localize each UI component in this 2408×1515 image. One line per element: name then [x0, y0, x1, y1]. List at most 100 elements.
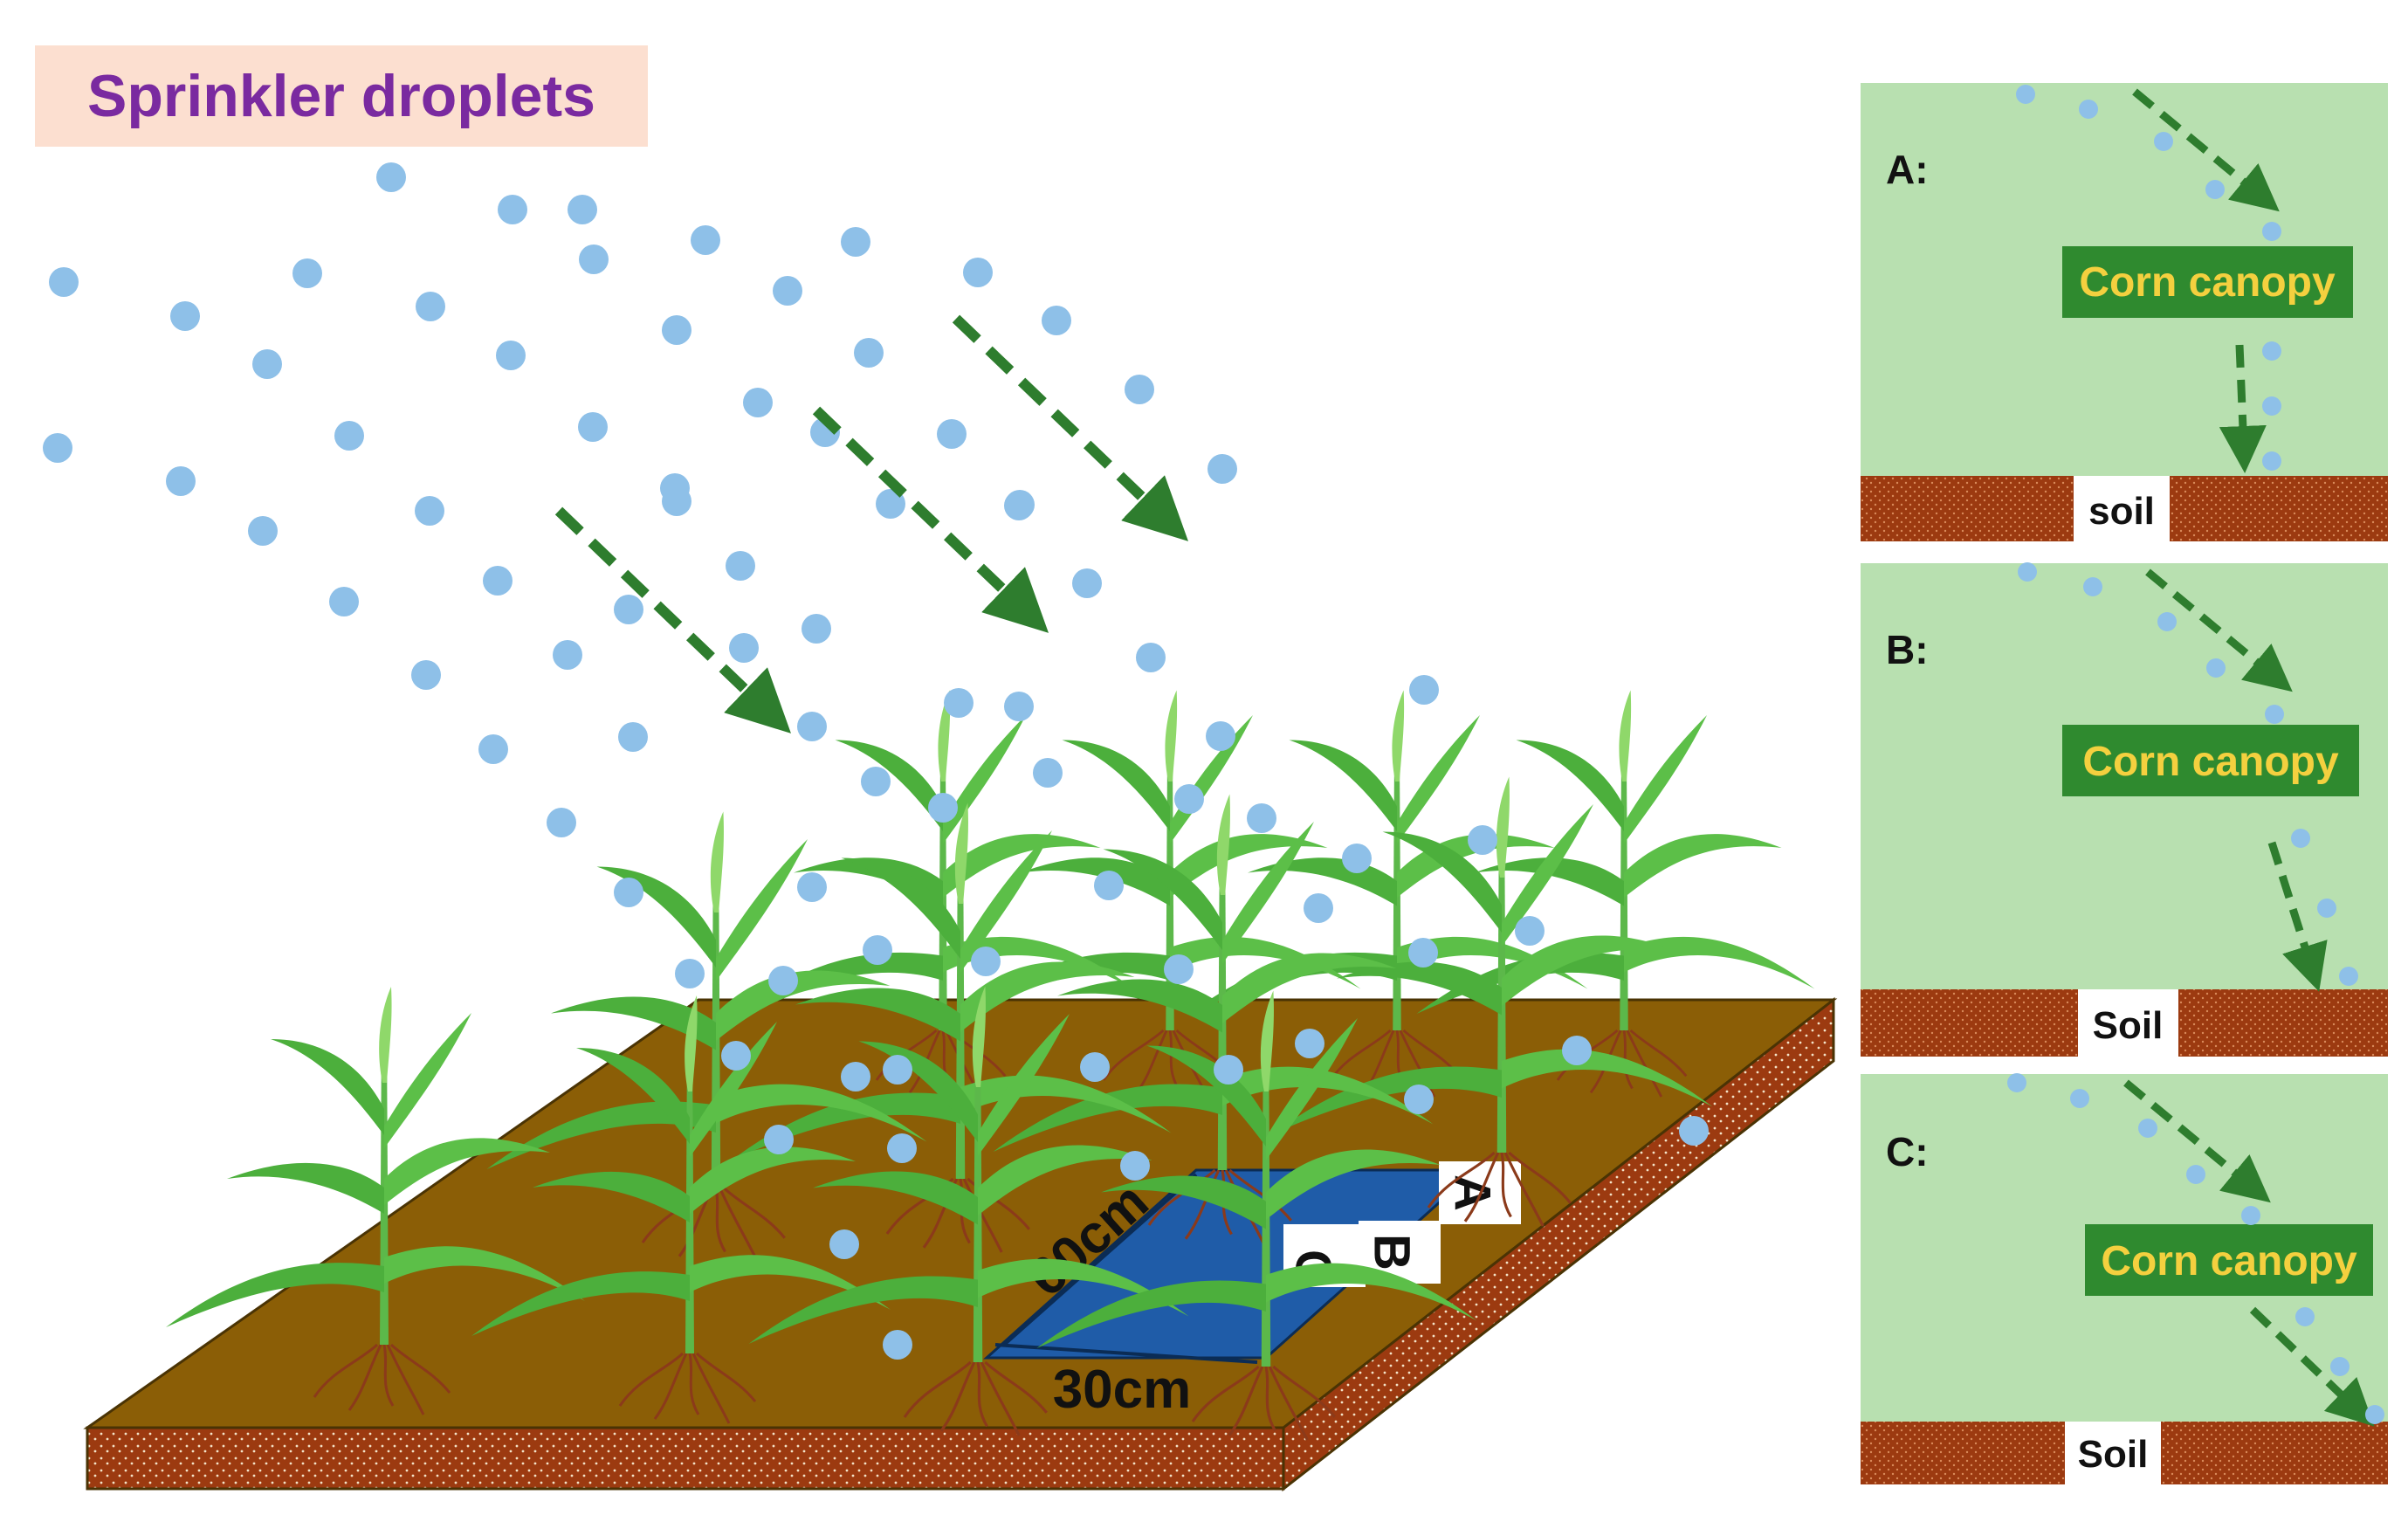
droplet: [568, 195, 597, 224]
panel-droplet: [2330, 1357, 2350, 1376]
droplet: [662, 315, 691, 345]
panel-a-canopy-box: [2062, 246, 2353, 318]
position-marker-b: B: [1364, 1234, 1421, 1271]
panel-droplet: [2262, 396, 2281, 416]
droplet: [1409, 675, 1439, 705]
droplet: [614, 878, 643, 907]
droplet: [49, 267, 79, 297]
droplet: [764, 1125, 794, 1154]
droplet: [1206, 721, 1235, 751]
interception-panels: A: Corn canopy soil B:: [1861, 83, 2388, 1484]
droplet: [1042, 306, 1071, 335]
panel-c-arrow-lower: [2249, 1306, 2375, 1427]
droplet: [579, 244, 609, 274]
droplet: [1164, 954, 1194, 984]
droplet: [1174, 784, 1204, 814]
panel-a-soil-label-box: [2074, 476, 2170, 541]
panel-b-soil-label-box: [2078, 989, 2178, 1057]
droplet: [876, 489, 905, 519]
panel-droplet: [2262, 341, 2281, 361]
droplet: [797, 712, 827, 741]
droplet: [1033, 758, 1063, 788]
droplet: [1404, 1085, 1434, 1114]
panel-a: A: Corn canopy soil: [1861, 83, 2388, 541]
droplet: [1408, 938, 1438, 968]
droplet: [1295, 1029, 1324, 1058]
falling-direction-arrows: [554, 314, 1188, 733]
droplet: [1515, 916, 1545, 946]
panel-c-canopy-box: [2085, 1224, 2373, 1296]
droplet: [887, 1133, 917, 1163]
panel-droplet: [2186, 1165, 2205, 1184]
droplet: [334, 421, 364, 451]
droplet: [841, 1062, 870, 1091]
droplet: [411, 660, 441, 690]
panel-droplet: [2295, 1307, 2315, 1326]
panel-b-canopy-box: [2062, 725, 2359, 796]
panel-droplet: [2154, 132, 2173, 151]
droplet: [883, 1055, 912, 1085]
panel-b-arrow-lower: [2267, 841, 2328, 992]
droplet: [416, 292, 445, 321]
panel-droplet: [2265, 705, 2284, 724]
panel-droplet: [2016, 85, 2035, 104]
droplet: [498, 195, 527, 224]
droplet: [829, 1229, 859, 1259]
droplet: [721, 1041, 751, 1071]
plot-width-dimension-line: [994, 1343, 1258, 1364]
droplet: [861, 767, 891, 796]
panel-droplet: [2018, 562, 2037, 582]
droplet: [415, 496, 444, 526]
panel-droplet: [2157, 612, 2177, 631]
droplet: [937, 419, 967, 449]
panel-c: C: Corn canopy Soil: [1861, 1073, 2388, 1484]
panel-droplet: [2206, 658, 2226, 678]
panel-droplet: [2205, 180, 2225, 199]
panel-b-background: [1861, 563, 2388, 1057]
panel-droplet: [2241, 1206, 2260, 1225]
droplet: [166, 466, 196, 496]
droplet: [618, 722, 648, 752]
droplet: [1679, 1116, 1709, 1146]
droplet: [1004, 692, 1034, 721]
panel-droplet: [2365, 1405, 2384, 1424]
panel-a-arrow-upper: [2132, 88, 2280, 212]
droplet: [1468, 825, 1497, 855]
panel-b-soil-label: Soil: [2093, 1004, 2164, 1047]
droplet: [1214, 1055, 1243, 1085]
panel-a-arrow-lower: [2219, 344, 2267, 473]
droplet: [726, 551, 755, 581]
droplet: [797, 872, 827, 902]
droplet: [768, 966, 798, 995]
droplet: [841, 227, 870, 257]
droplet: [170, 301, 200, 331]
panel-b-arrow-upper: [2145, 568, 2293, 692]
panel-droplet: [2070, 1089, 2089, 1108]
panel-droplet: [2079, 100, 2098, 119]
panel-a-canopy-label: Corn canopy: [2079, 259, 2336, 306]
droplet: [1247, 803, 1276, 833]
droplet: [1005, 490, 1035, 520]
panel-droplet: [2262, 222, 2281, 241]
droplet: [252, 349, 282, 379]
position-marker-a: A: [1444, 1174, 1501, 1211]
droplet: [292, 258, 322, 288]
panel-a-label: A:: [1886, 147, 1929, 192]
droplet: [863, 935, 892, 965]
panel-c-canopy-label: Corn canopy: [2101, 1238, 2357, 1284]
droplet: [1207, 454, 1237, 484]
panel-a-soil-label: soil: [2088, 490, 2155, 533]
droplet: [1136, 643, 1166, 672]
plot-width-label: 30cm: [1053, 1360, 1192, 1420]
panel-droplet: [2007, 1073, 2026, 1092]
panel-droplet: [2262, 451, 2281, 471]
droplet: [483, 566, 513, 596]
droplet: [1304, 893, 1333, 923]
droplet: [43, 433, 72, 463]
panel-b: B: Corn canopy Soil: [1861, 562, 2388, 1057]
droplet: [729, 633, 759, 663]
droplet: [1120, 1151, 1150, 1181]
droplet: [248, 516, 278, 546]
